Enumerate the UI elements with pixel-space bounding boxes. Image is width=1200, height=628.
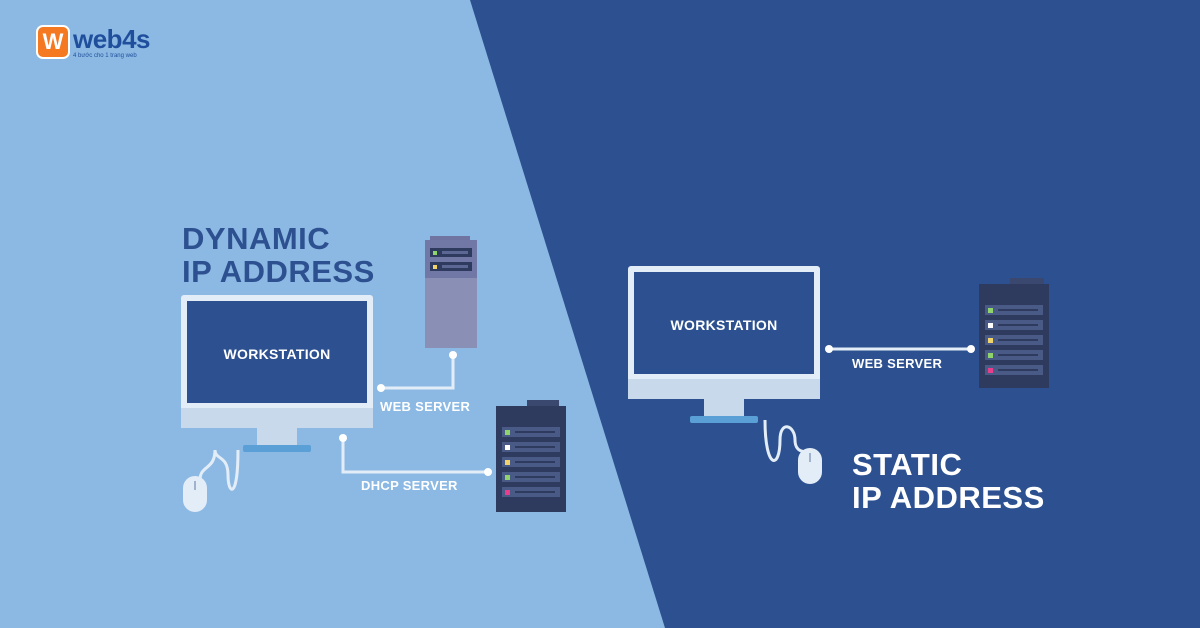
static-web-server-label: WEB SERVER [852, 356, 943, 371]
dynamic-web-server-label: WEB SERVER [380, 399, 471, 414]
static-heading-line2: IP ADDRESS [852, 480, 1045, 515]
static-web-server-connector [825, 345, 975, 353]
dynamic-dhcp-server-label: DHCP SERVER [361, 478, 458, 493]
dynamic-workstation-label: WORKSTATION [223, 346, 331, 362]
dynamic-heading-line1: DYNAMIC [182, 221, 331, 256]
logo-tagline: 4 bước cho 1 trang web [73, 52, 137, 59]
logo-text: web4s 4 bước cho 1 trang web [73, 23, 151, 59]
brand-logo[interactable]: W web4s 4 bước cho 1 trang web [36, 23, 151, 60]
dynamic-mouse-icon [183, 449, 240, 512]
static-monitor-icon [628, 266, 820, 423]
dynamic-heading-line2: IP ADDRESS [182, 254, 375, 289]
dynamic-dhcp-server-icon [496, 400, 566, 512]
static-ip-heading: STATIC IP ADDRESS [852, 448, 1045, 514]
static-workstation-label: WORKSTATION [670, 317, 778, 333]
static-mouse-icon [763, 419, 822, 484]
static-heading-line1: STATIC [852, 447, 963, 482]
dynamic-web-server-icon [425, 236, 477, 348]
logo-badge-icon: W [36, 25, 70, 59]
logo-name: web4s [73, 23, 151, 54]
dynamic-web-server-connector [377, 351, 457, 392]
dynamic-dhcp-connector [339, 434, 492, 476]
dynamic-monitor-icon [181, 295, 373, 452]
dynamic-ip-heading: DYNAMIC IP ADDRESS [182, 222, 375, 288]
static-web-server-icon [979, 278, 1049, 388]
